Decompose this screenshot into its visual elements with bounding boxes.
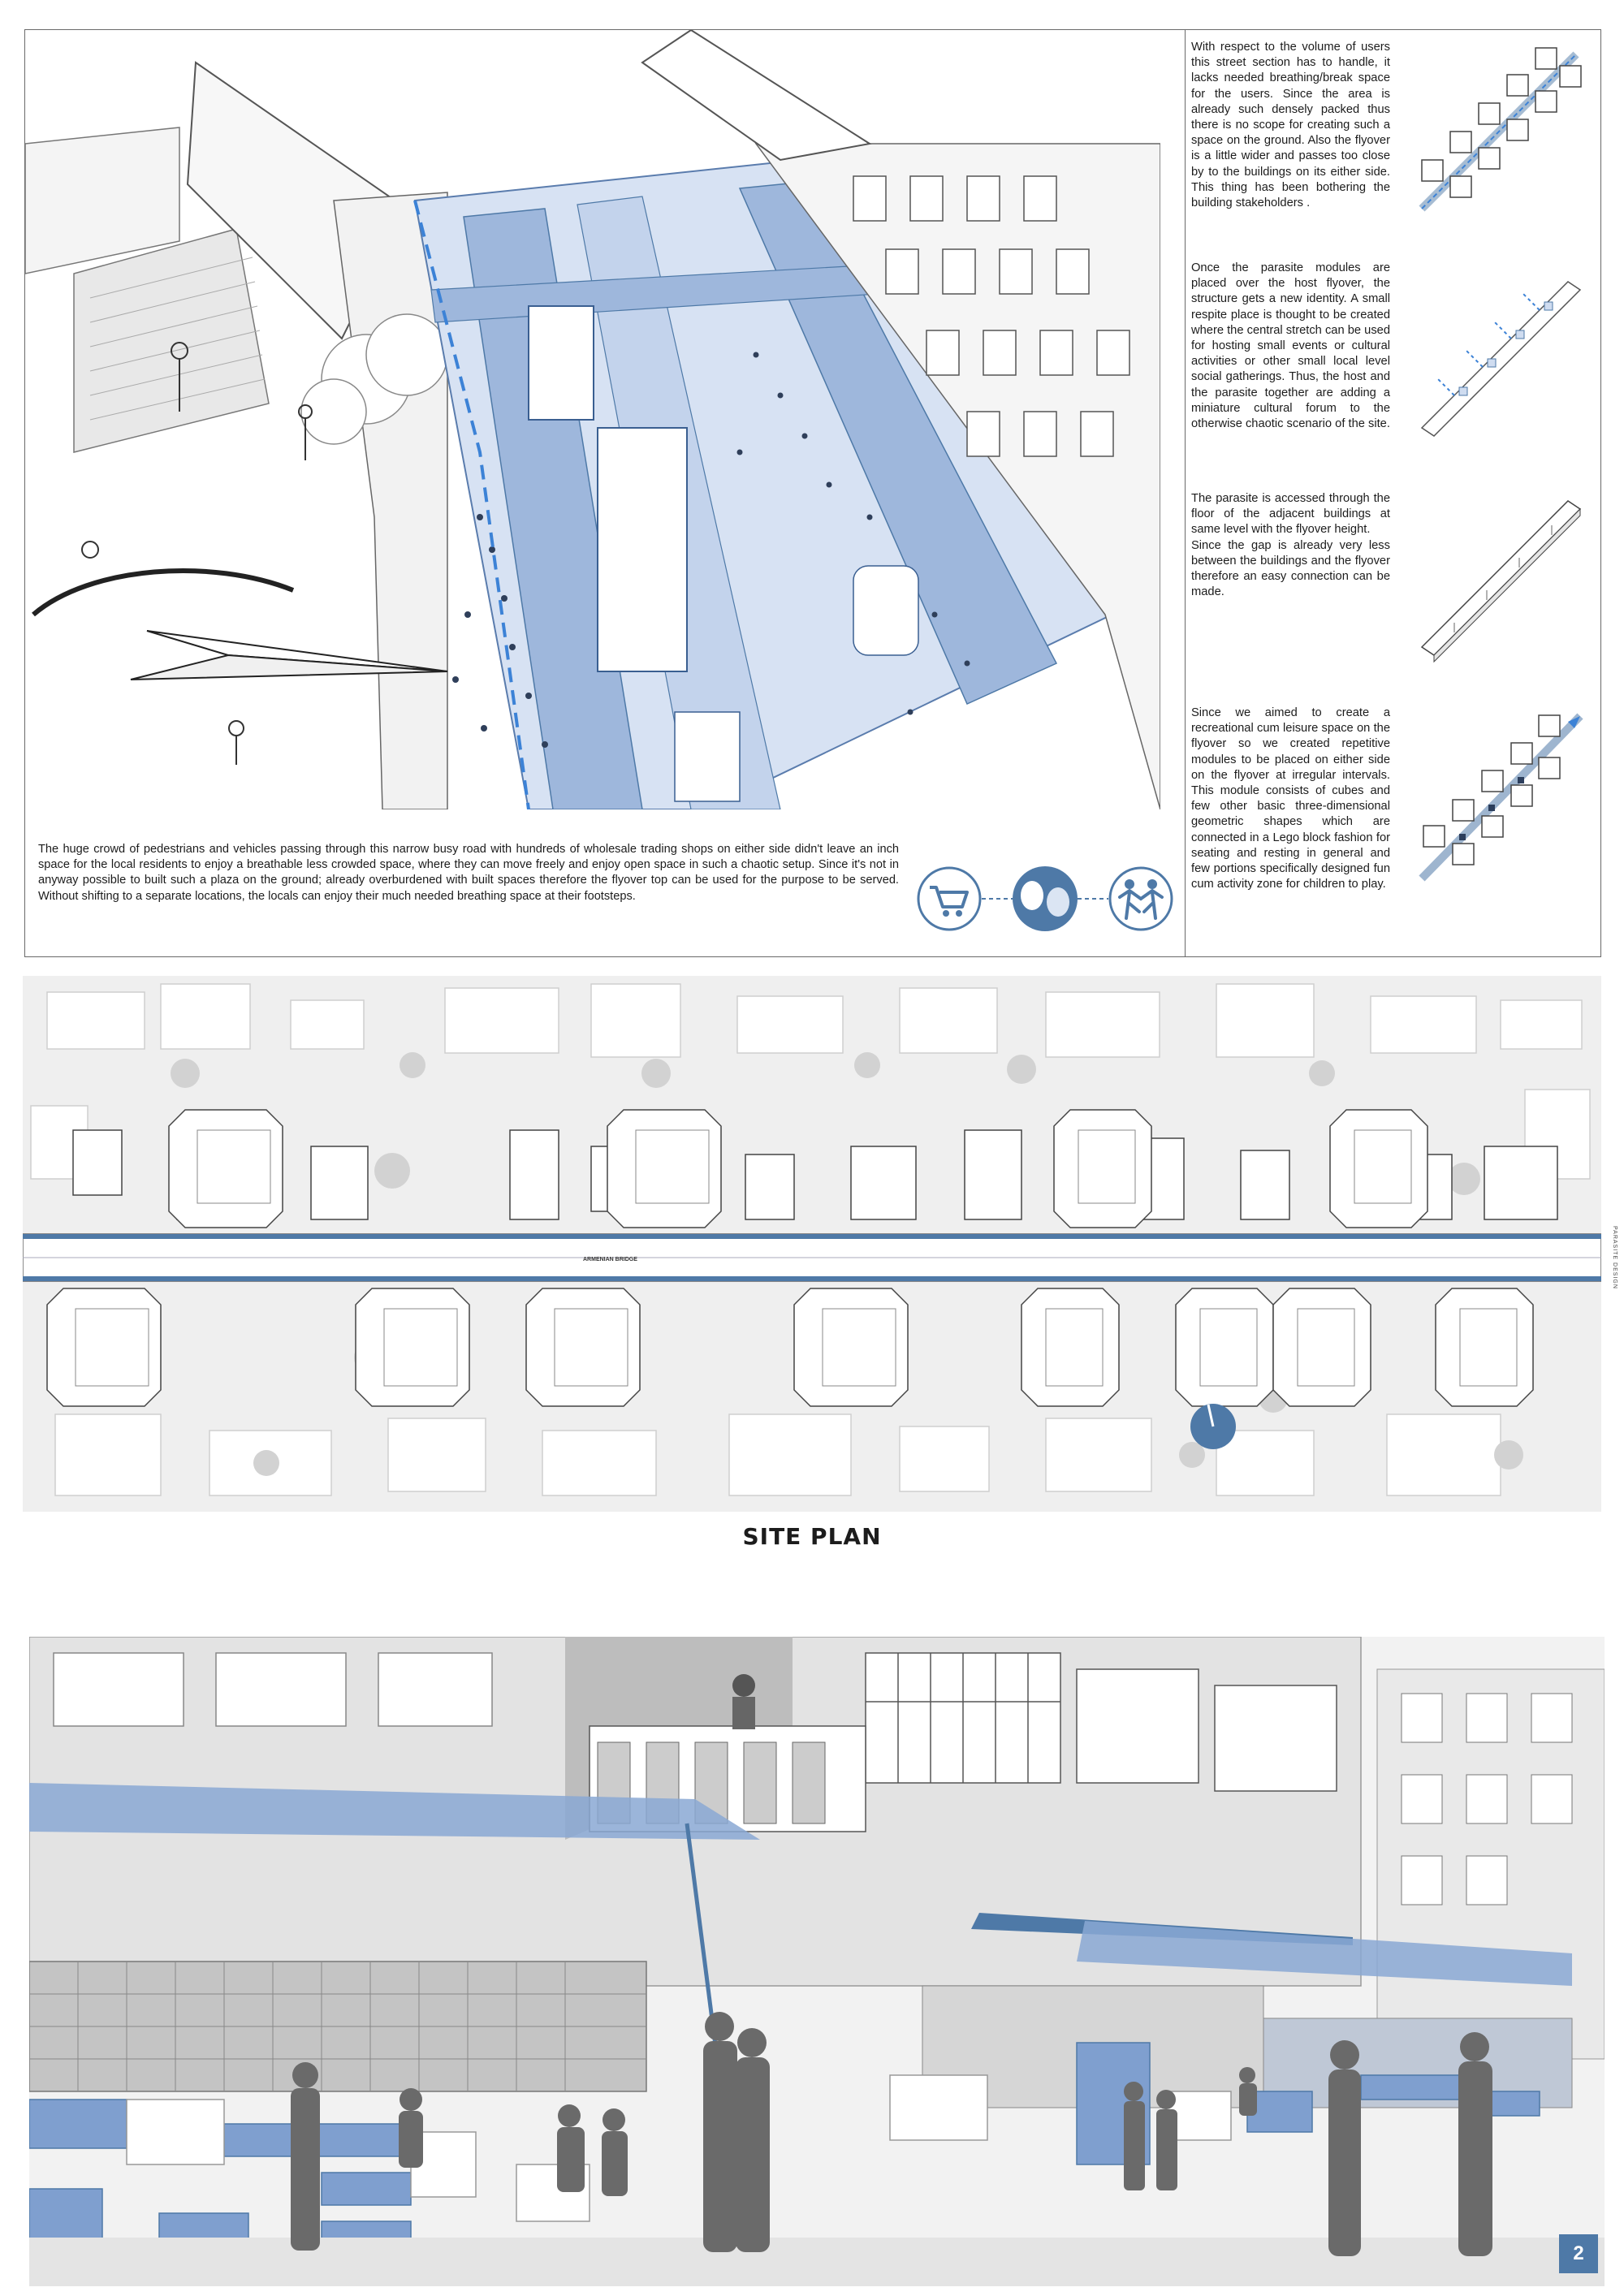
site-plan-drawing: ARMENIAN BRIDGE <box>23 976 1601 1512</box>
site-plan-title: SITE PLAN <box>742 1523 882 1550</box>
north-arrow-icon <box>1190 1404 1236 1449</box>
flyover-aerial-illustration <box>25 30 1160 809</box>
children-playing-icon <box>1108 866 1173 931</box>
side-text-identity: Once the parasite modules are placed ove… <box>1191 261 1390 431</box>
page-number-badge: 2 <box>1559 2234 1598 2273</box>
perspective-view-illustration <box>29 1637 1605 2286</box>
vertical-note: PARASITE DESIGN <box>1612 1226 1618 1289</box>
flyover-diagram-placement <box>1420 281 1582 437</box>
flyover-diagram-host <box>1420 500 1582 663</box>
module-diagram-dense <box>1419 47 1582 212</box>
shopping-cart-icon <box>917 866 982 931</box>
side-text-access: The parasite is accessed through the flo… <box>1191 492 1390 599</box>
conversation-icon <box>1013 866 1078 931</box>
column-divider <box>1185 30 1186 956</box>
side-text-context: With respect to the volume of users this… <box>1191 41 1390 210</box>
side-text-modules: Since we aimed to create a recreational … <box>1191 706 1390 891</box>
top-panel: The huge crowd of pedestrians and vehicl… <box>24 29 1601 957</box>
module-diagram-final <box>1419 713 1583 882</box>
road-label: ARMENIAN BRIDGE <box>583 1257 637 1262</box>
icon-row <box>917 866 1173 931</box>
intro-paragraph: The huge crowd of pedestrians and vehicl… <box>38 843 899 903</box>
